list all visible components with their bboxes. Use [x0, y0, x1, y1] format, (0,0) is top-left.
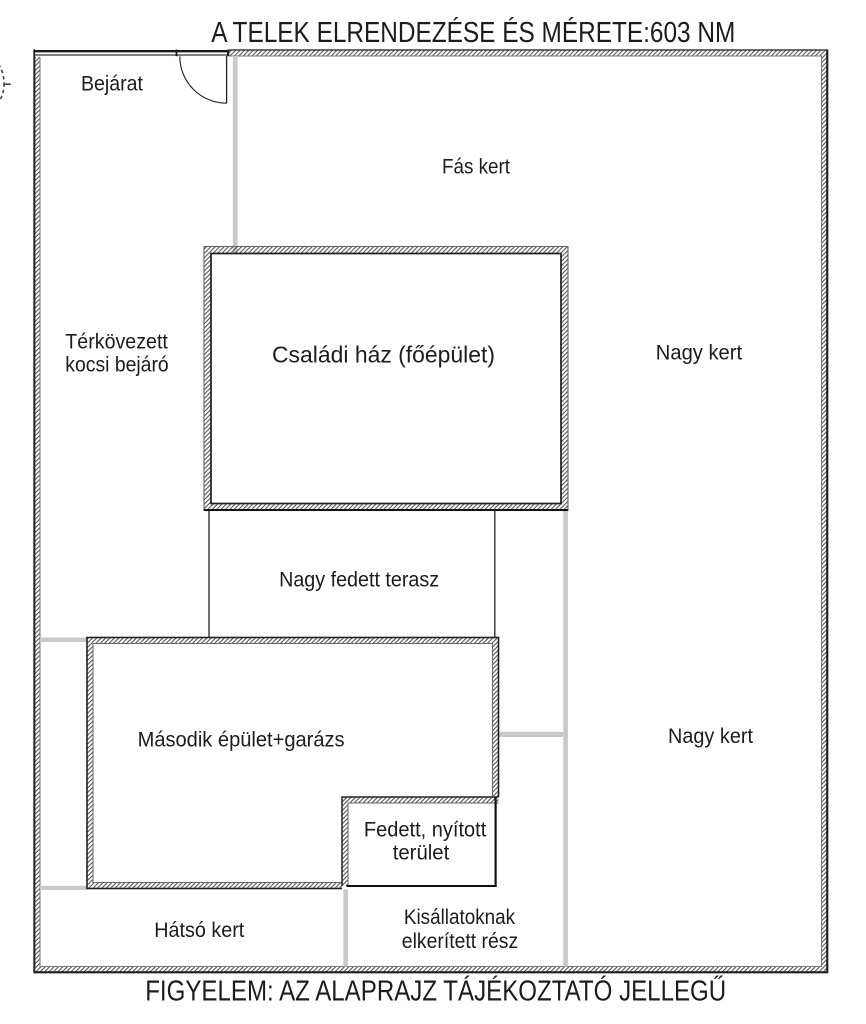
svg-text:FIGYELEM: AZ ALAPRAJZ TÁJÉKOZT: FIGYELEM: AZ ALAPRAJZ TÁJÉKOZTATÓ JELLEG…	[145, 974, 726, 1007]
svg-text:Családi ház (főépület): Családi ház (főépület)	[272, 342, 495, 368]
svg-text:Fás kert: Fás kert	[442, 156, 510, 179]
svg-text:Bejárat: Bejárat	[81, 73, 143, 96]
svg-text:Kisállatoknak: Kisállatoknak	[404, 906, 516, 929]
svg-text:Fedett, nyított: Fedett, nyított	[364, 819, 487, 842]
svg-text:A TELEK ELRENDEZÉSE ÉS MÉRETE:: A TELEK ELRENDEZÉSE ÉS MÉRETE:603 NM	[211, 16, 735, 49]
svg-text:elkerített rész: elkerített rész	[402, 930, 518, 953]
svg-text:terület: terület	[393, 842, 450, 865]
svg-text:Nagy kert: Nagy kert	[656, 341, 742, 364]
svg-text:Második épület+garázs: Második épület+garázs	[138, 729, 345, 752]
svg-text:Nagy fedett terasz: Nagy fedett terasz	[279, 569, 439, 592]
svg-text:Hátsó kert: Hátsó kert	[154, 919, 244, 942]
svg-text:Térkövezett: Térkövezett	[65, 330, 168, 353]
svg-text:Nagy kert: Nagy kert	[668, 725, 753, 748]
svg-text:kocsi bejáró: kocsi bejáró	[65, 354, 168, 377]
